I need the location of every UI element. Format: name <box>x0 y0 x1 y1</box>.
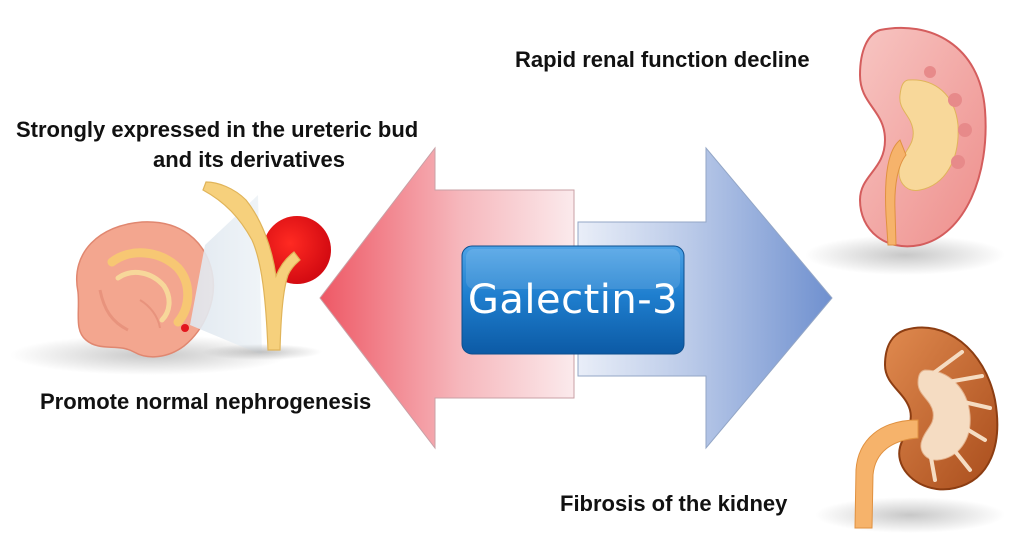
ureteric-bud <box>202 181 331 360</box>
needles <box>874 5 984 275</box>
ureteric-bud-label-line1: Strongly expressed in the ureteric bud <box>16 117 419 142</box>
right-arrow <box>577 146 833 450</box>
fibrosis-label: Fibrosis of the kidney <box>560 491 788 516</box>
galectin-label: Galectin-3 <box>467 277 679 323</box>
nephrogenesis-label: Promote normal nephrogenesis <box>40 389 372 414</box>
galectin-box <box>461 245 685 355</box>
magnification-cone <box>190 195 262 355</box>
ureteric-bud-label-line2: and its derivatives <box>153 147 345 172</box>
kidney-fibrosis-illustration <box>815 326 1005 533</box>
left-arrow <box>319 146 575 450</box>
renal-decline-label: Rapid renal function decline <box>515 47 810 72</box>
kidney-decline-illustration <box>805 26 1005 275</box>
